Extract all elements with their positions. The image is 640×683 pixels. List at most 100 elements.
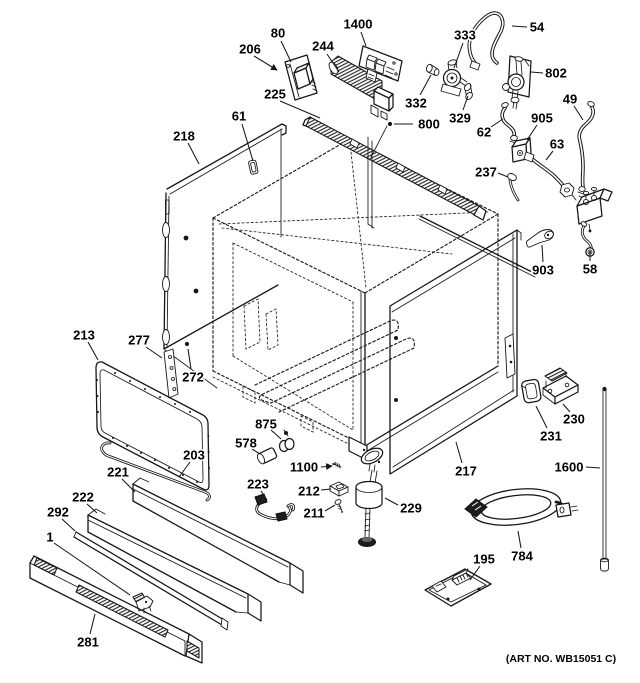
part-number-label: 223 xyxy=(247,477,269,492)
part-callout-80: 80 xyxy=(269,24,292,63)
long-rod xyxy=(418,215,537,278)
channel-222 xyxy=(87,508,262,622)
part-callout-211: 211 xyxy=(302,504,336,522)
fitting-329 xyxy=(463,83,473,100)
part-callout-221: 221 xyxy=(106,463,136,493)
part-callout-1100: 1100 xyxy=(288,458,333,476)
part-callouts: 1400206802443335480233232922580062905496… xyxy=(45,15,601,651)
tube-62 xyxy=(500,102,519,145)
part-number-label: 212 xyxy=(298,484,320,499)
part-callout-213: 213 xyxy=(72,326,99,361)
leveling-leg-229 xyxy=(355,469,383,547)
burner-corner-bracket xyxy=(348,436,384,473)
part-number-label: 222 xyxy=(72,490,94,505)
part-callout-237: 237 xyxy=(474,163,509,181)
part-number-label: 217 xyxy=(455,464,477,479)
part-number-label: 903 xyxy=(532,263,554,278)
part-number-label: 206 xyxy=(239,42,261,57)
part-callout-875: 875 xyxy=(254,415,282,440)
part-number-label: 213 xyxy=(73,328,95,343)
art-number: (ART NO. WB15051 C) xyxy=(506,653,616,665)
vent-grille-225 xyxy=(302,116,487,229)
part-number-label: 329 xyxy=(449,111,471,126)
part-callout-63: 63 xyxy=(545,135,566,161)
part-callout-206: 206 xyxy=(238,40,278,71)
rod-1600 xyxy=(600,386,609,572)
leader-line xyxy=(490,118,504,128)
part-callout-802: 802 xyxy=(530,64,568,82)
module-195 xyxy=(424,568,492,607)
safety-valve-802 xyxy=(502,55,532,110)
part-callout-578: 578 xyxy=(234,434,261,455)
gas-valve-333 xyxy=(440,59,468,97)
leader-line xyxy=(187,348,192,370)
trim-strip-292 xyxy=(73,531,229,631)
part-number-label: 230 xyxy=(563,412,585,427)
clip-61 xyxy=(248,159,259,175)
regulator-bracket xyxy=(576,186,613,233)
tube-49 xyxy=(577,101,595,200)
control-board-1400 xyxy=(358,45,403,83)
part-callout-49: 49 xyxy=(561,90,584,121)
part-callout-784: 784 xyxy=(510,530,535,565)
side-panel-217 xyxy=(389,229,522,475)
part-callout-231: 231 xyxy=(535,405,563,445)
part-number-label: 244 xyxy=(312,39,334,54)
part-callout-272: 272 xyxy=(181,341,205,386)
tube-58 xyxy=(580,221,595,257)
part-callout-229: 229 xyxy=(384,497,423,517)
power-cord-784 xyxy=(464,488,579,526)
part-number-label: 49 xyxy=(563,92,577,107)
part-number-label: 225 xyxy=(264,87,286,102)
part-number-label: 875 xyxy=(255,417,277,432)
part-number-label: 1 xyxy=(46,530,53,545)
leader-dot xyxy=(184,341,190,347)
part-callout-903: 903 xyxy=(531,244,555,279)
part-number-label: 231 xyxy=(540,429,562,444)
part-callout-1: 1 xyxy=(45,528,131,596)
leader-line xyxy=(360,31,367,47)
part-number-label: 218 xyxy=(173,129,195,144)
leader-line xyxy=(86,503,98,514)
leader-line xyxy=(280,40,292,63)
leader-line xyxy=(324,504,336,512)
leader-line xyxy=(121,478,136,493)
part-callout-244: 244 xyxy=(311,37,340,73)
blower-244 xyxy=(328,55,394,121)
tube-63 xyxy=(523,151,577,201)
leader-line xyxy=(562,403,571,413)
part-number-label: 229 xyxy=(400,501,422,516)
part-number-label: 211 xyxy=(304,506,325,521)
leader-line xyxy=(585,466,601,469)
leader-line xyxy=(270,429,282,440)
part-callout-195: 195 xyxy=(469,550,496,581)
part-callout-222: 222 xyxy=(71,488,98,514)
leader-line xyxy=(419,74,432,96)
part-callout-203: 203 xyxy=(178,446,206,478)
leader-line xyxy=(320,488,332,491)
part-callout-218: 218 xyxy=(172,127,200,165)
part-callout-292: 292 xyxy=(46,503,76,532)
grommet-231 xyxy=(521,378,542,404)
part-number-label: 578 xyxy=(235,436,257,451)
side-panel-218 xyxy=(162,123,287,399)
part-callout-1400: 1400 xyxy=(342,15,374,47)
leader-line xyxy=(517,530,522,549)
channel-221 xyxy=(132,477,304,594)
part-number-label: 58 xyxy=(583,262,597,277)
leader-line xyxy=(187,142,200,165)
bracket-230 xyxy=(542,367,579,405)
part-callout-58: 58 xyxy=(581,251,599,278)
clip-903 xyxy=(526,229,554,248)
switch-bracket-80-206 xyxy=(284,54,318,101)
leader-line xyxy=(573,105,584,121)
block-905 xyxy=(511,137,532,163)
leader-line xyxy=(530,71,544,74)
leader-line xyxy=(260,490,268,501)
part-number-label: 905 xyxy=(531,111,553,126)
leader-line xyxy=(455,441,463,464)
door-gasket-213 xyxy=(95,361,210,491)
leader-dot xyxy=(387,121,393,127)
